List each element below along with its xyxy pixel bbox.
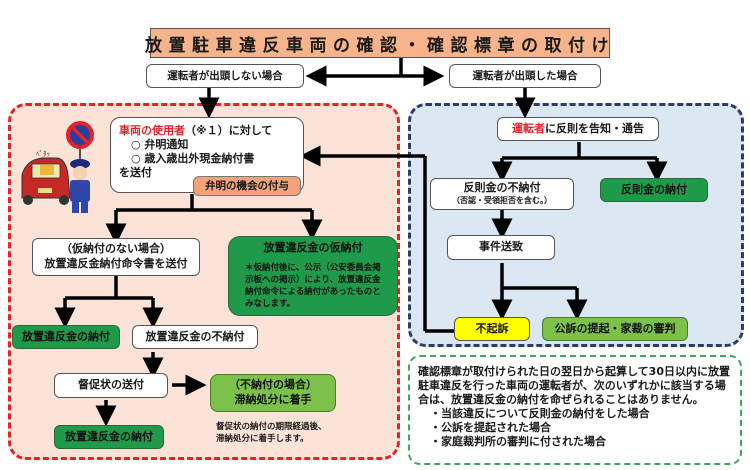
notify-box: 運転者に反則を告知・通告 xyxy=(497,117,659,141)
delinquency-note-line1: 督促状の納付の期限経過後、 xyxy=(216,422,327,432)
unpaid-box: 放置違反金の不納付 xyxy=(132,325,258,349)
page-title: 放置駐車違反車両の確認・確認標章の取付け xyxy=(145,28,610,58)
delinquency-note: 督促状の納付の期限経過後、 滞納処分に着手します。 xyxy=(216,421,356,445)
car-icon xyxy=(21,157,71,205)
exemption-note-text: 確認標章が取付けられた日の翌日から起算して30日以内に放置駐車違反を行った車両の… xyxy=(418,365,730,406)
not-appear-label: 運転者が出頭しない場合 xyxy=(146,64,304,88)
vehicle-user-label: 車両の使用者 xyxy=(119,124,185,137)
paid-box: 放置違反金の納付 xyxy=(12,325,120,349)
paid-after-reminder-box: 放置違反金の納付 xyxy=(54,425,164,449)
notice-suffix: （※１）に対して xyxy=(185,124,273,137)
no-prosecution-box: 不起訴 xyxy=(454,317,530,341)
delinquency-line2: 滞納処分に着手 xyxy=(234,393,312,406)
delinquency-box: （不納付の場合） 滞納処分に着手 xyxy=(210,374,336,412)
notify-suffix: に反則を告知・通告 xyxy=(545,121,644,135)
illustration-icon: ﾍﾟﾀｯ xyxy=(21,121,94,213)
exemption-note: 確認標章が取付けられた日の翌日から起算して30日以内に放置駐車違反を行った車両の… xyxy=(408,355,742,465)
appear-label: 運転者が出頭した場合 xyxy=(449,64,601,88)
exemption-item: ・当該違反について反則金の納付をした場合 xyxy=(430,407,650,420)
driver-label: 運転者 xyxy=(512,121,545,135)
no-provisional-line1: （仮納付のない場合） xyxy=(61,242,171,256)
provisional-payment-title: 放置違反金の仮納付 xyxy=(263,241,363,254)
referral-box: 事件送致 xyxy=(447,235,555,260)
delinquency-line1: （不納付の場合） xyxy=(229,378,317,392)
no-parking-sign-icon xyxy=(66,121,94,160)
police-officer-icon xyxy=(70,159,90,213)
notice-item: ○ 弁明通知 xyxy=(131,138,189,151)
provisional-payment-note: ＊仮納付後に、公示（公安委員会掲示板への掲示）により、放置違反金納付命令による納… xyxy=(245,262,381,309)
no-provisional-line2: 放置違反金納付命令書を送付 xyxy=(44,257,188,270)
defense-opportunity-box: 弁明の機会の付与 xyxy=(193,176,301,196)
exemption-item: ・公訴を提起された場合 xyxy=(430,421,551,434)
notice-item: ○ 歳入歳出外現金納付書 xyxy=(131,152,255,165)
prosecution-box: 公訴の提起・家裁の審判 xyxy=(542,317,688,341)
parking-enforcement-illustration: ﾍﾟﾀｯ xyxy=(14,120,104,215)
svg-text:ﾍﾟﾀｯ: ﾍﾟﾀｯ xyxy=(36,150,50,158)
no-provisional-box: （仮納付のない場合） 放置違反金納付命令書を送付 xyxy=(32,238,200,276)
reminder-box: 督促状の送付 xyxy=(54,373,168,398)
provisional-payment-box: 放置違反金の仮納付 ＊仮納付後に、公示（公安委員会掲示板への掲示）により、放置違… xyxy=(228,236,398,316)
delinquency-note-line2: 滞納処分に着手します。 xyxy=(216,434,309,444)
fine-unpaid-line1: 反則金の不納付 xyxy=(463,181,541,195)
fine-unpaid-box: 反則金の不納付 （否認・受領拒否を含む。） xyxy=(430,178,574,210)
exemption-item: ・家庭裁判所の審判に付された場合 xyxy=(430,435,606,448)
notice-closing: を送付 xyxy=(119,166,152,179)
fine-paid-box: 反則金の納付 xyxy=(600,178,708,202)
fine-unpaid-line2: （否認・受領拒否を含む。） xyxy=(452,196,552,206)
